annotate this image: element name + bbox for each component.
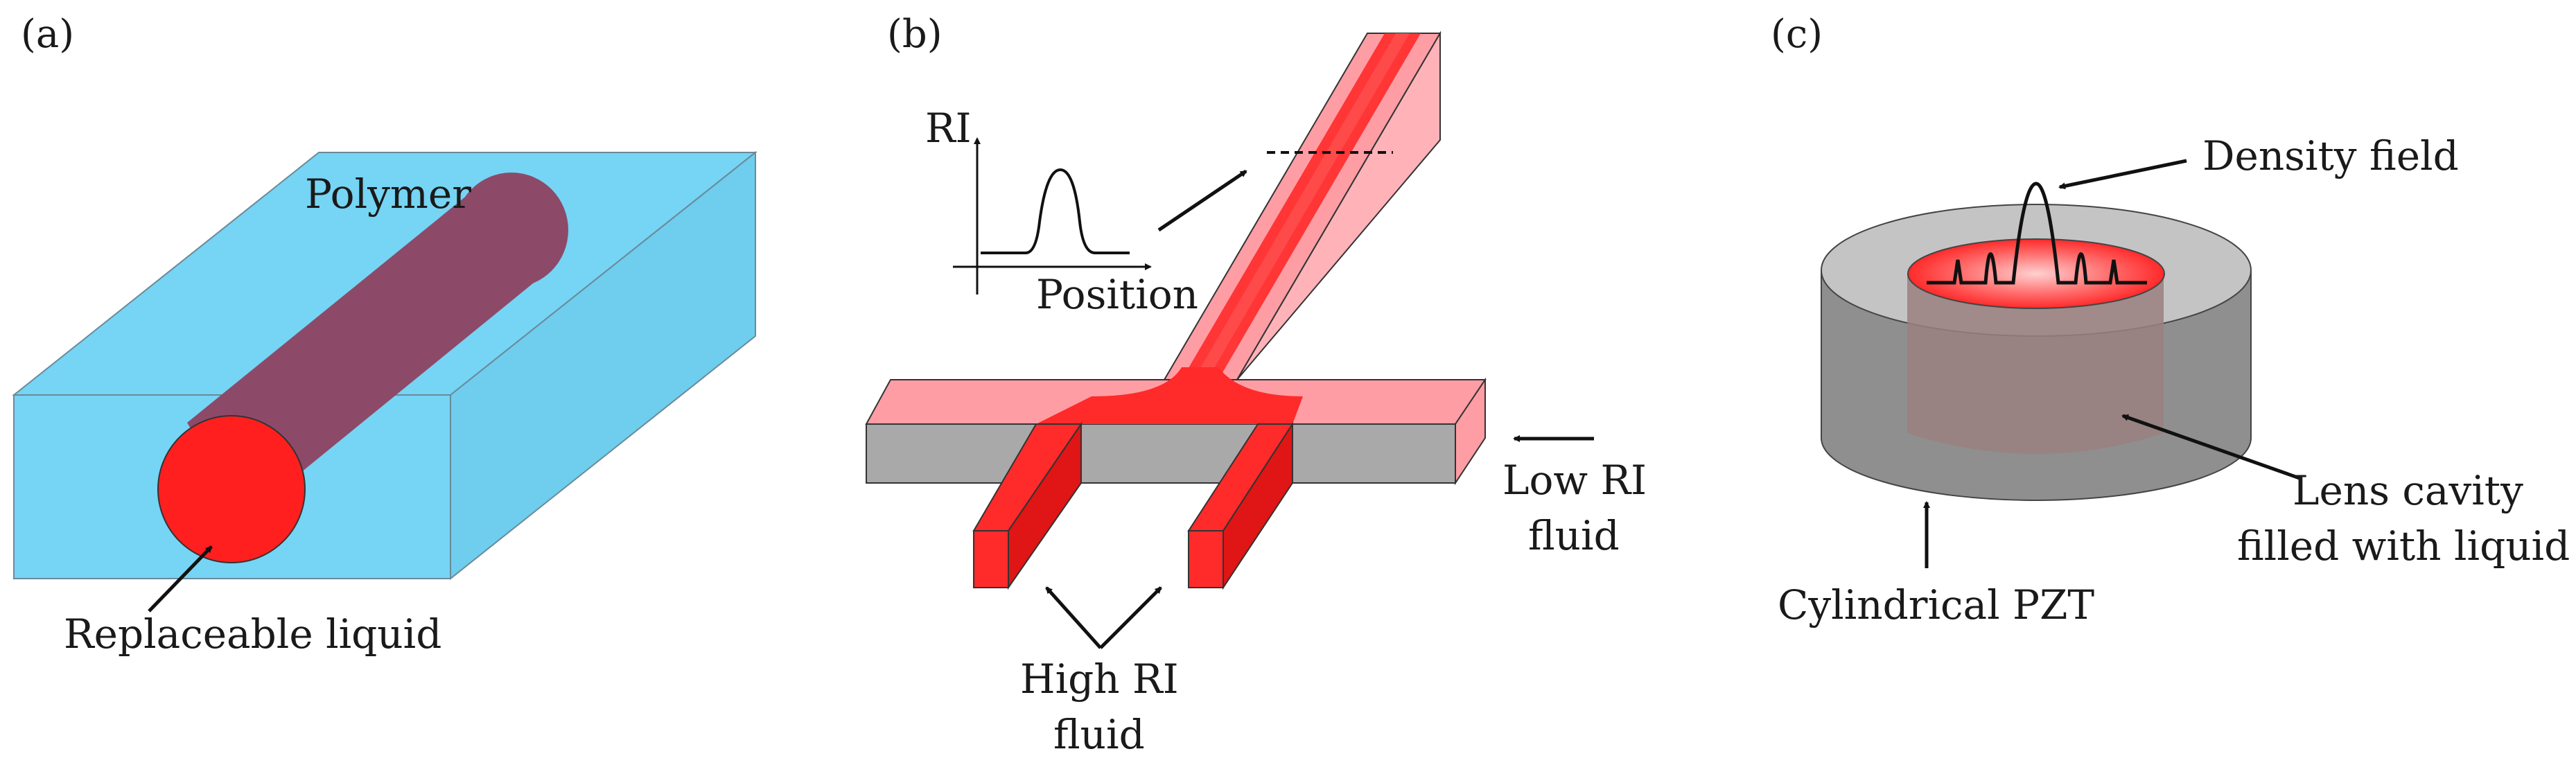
graph-y-label: RI [925,105,972,152]
panel-a-label: (a) [21,12,74,57]
high-ri-label-line2: fluid [1053,711,1145,758]
cavity-pointer-arrow [2121,414,2300,480]
inlet-channel-right [1187,421,1294,590]
junction-high-ri-region [1036,367,1303,424]
graph-x-label: Position [1036,271,1198,318]
lens-cavity-surface [1907,238,2165,309]
output-channel-core-inner [1193,33,1410,380]
panel-c: (c) Density field Lens cavity filled wit… [1771,12,2570,628]
chip-substrate-front [866,423,1456,484]
pzt-label: Cylindrical PZT [1778,581,2094,628]
panel-c-label: (c) [1771,12,1823,57]
density-field-label: Density field [2202,132,2459,179]
panel-b-label: (b) [887,12,943,57]
polymer-label: Polymer [305,170,471,218]
liquid-label: Replaceable liquid [64,610,441,658]
inlet-channel-left [972,421,1083,590]
high-ri-arrow-left [1045,586,1102,649]
output-channel-side [1236,30,1441,380]
panel-b: (b) RI Positi [865,12,1647,758]
cavity-label-line1: Lens cavity [2293,467,2523,514]
low-ri-label-line1: Low RI [1502,457,1647,504]
cavity-label-line2: filled with liquid [2237,522,2570,570]
density-pointer-arrow [2058,159,2187,190]
high-ri-arrow-right [1099,586,1162,649]
high-ri-label-line1: High RI [1020,656,1179,703]
liquid-channel [157,173,568,563]
horizontal-channel-end [1455,377,1486,486]
liquid-channel-end-cap [455,173,568,288]
ri-profile-graph: RI Position [925,105,1198,318]
liquid-pointer-arrow [148,545,213,613]
lens-cavity-body [1907,274,2164,454]
liquid-channel-cross-section [157,415,306,563]
graph-ri-curve [981,168,1130,254]
pzt-cylinder [1821,204,2252,501]
density-field-profile [1927,182,2147,285]
panel-a: (a) Polymer Replaceable liquid [12,12,757,658]
low-ri-label-line2: fluid [1528,512,1620,559]
profile-pointer-arrow [1157,169,1247,232]
